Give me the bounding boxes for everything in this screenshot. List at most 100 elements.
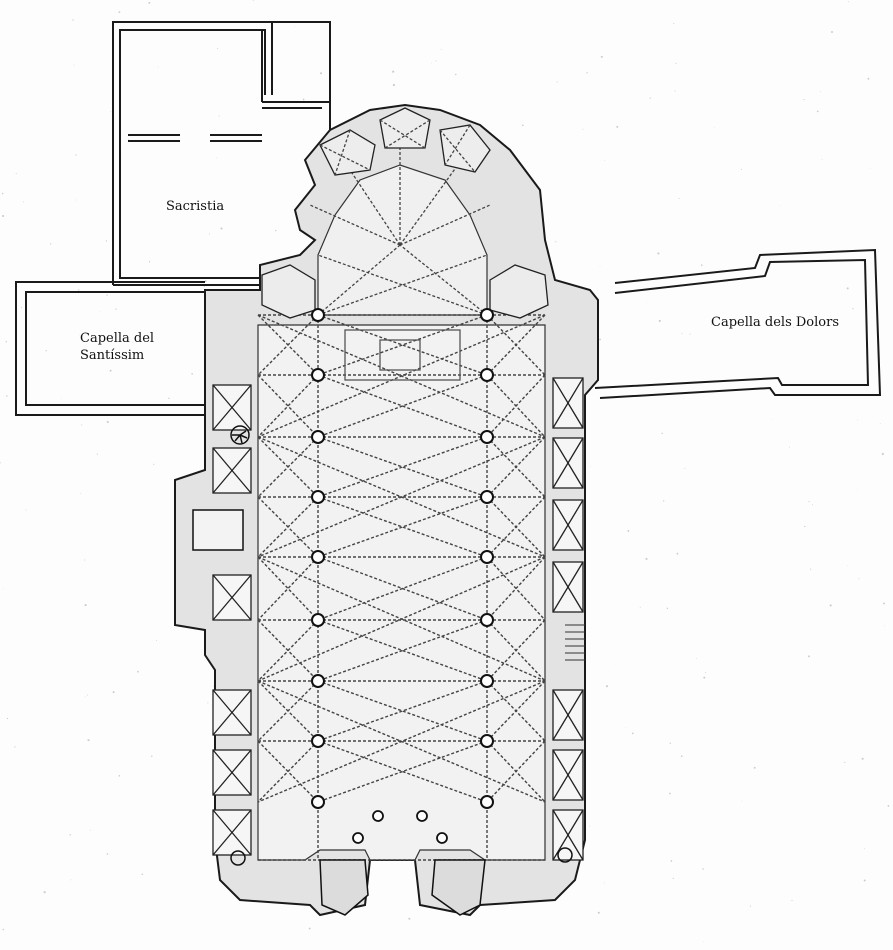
speck bbox=[6, 717, 9, 720]
speck bbox=[669, 792, 671, 795]
speck bbox=[829, 604, 832, 607]
apse-ribs bbox=[309, 107, 491, 381]
speck bbox=[749, 905, 751, 907]
speck bbox=[884, 625, 885, 627]
speck bbox=[408, 917, 411, 920]
pillar bbox=[480, 734, 494, 748]
label-sacristia: Sacristia bbox=[166, 199, 225, 214]
speck bbox=[168, 397, 170, 399]
capella-santissim-room bbox=[15, 281, 205, 416]
speck bbox=[616, 125, 619, 128]
speck bbox=[115, 308, 117, 310]
speck bbox=[109, 369, 112, 372]
speck bbox=[670, 860, 673, 862]
speck bbox=[673, 22, 675, 25]
speck bbox=[43, 891, 46, 894]
side-chapels-left bbox=[212, 384, 252, 856]
speck bbox=[90, 829, 91, 831]
speck bbox=[820, 91, 822, 93]
baptistry bbox=[192, 509, 244, 551]
speck bbox=[789, 446, 790, 448]
speck bbox=[705, 671, 707, 673]
speck bbox=[684, 467, 686, 469]
speck bbox=[740, 168, 742, 171]
speck bbox=[867, 77, 870, 80]
speck bbox=[883, 602, 885, 605]
pillar bbox=[480, 430, 494, 444]
speck bbox=[556, 81, 558, 83]
vault-rib bbox=[257, 556, 319, 621]
chapel-rib bbox=[552, 499, 584, 551]
corner-vaults bbox=[261, 264, 549, 319]
speck bbox=[857, 419, 859, 421]
speck bbox=[157, 66, 159, 68]
pillar bbox=[311, 613, 325, 627]
speck bbox=[555, 241, 557, 243]
speck bbox=[791, 900, 793, 902]
chapel-rib bbox=[552, 561, 584, 613]
speck bbox=[440, 48, 442, 50]
speck bbox=[689, 333, 691, 335]
west-portal bbox=[319, 859, 486, 916]
speck bbox=[191, 373, 193, 375]
chapel-rib bbox=[552, 377, 584, 429]
speck bbox=[110, 111, 111, 113]
chapel-rib bbox=[552, 689, 584, 741]
speck bbox=[45, 349, 47, 352]
vault-rib bbox=[257, 374, 319, 438]
speck bbox=[879, 422, 881, 424]
pillar bbox=[480, 368, 494, 382]
speck bbox=[78, 289, 80, 291]
speck bbox=[696, 658, 697, 659]
speck bbox=[663, 500, 665, 502]
speck bbox=[780, 205, 781, 207]
speck bbox=[217, 47, 219, 49]
speck bbox=[275, 229, 277, 232]
speck bbox=[96, 453, 98, 455]
speck bbox=[73, 64, 75, 66]
chapel-rib bbox=[212, 749, 252, 796]
speck bbox=[599, 338, 601, 341]
speck bbox=[589, 466, 591, 468]
speck bbox=[582, 128, 584, 130]
chapel-rib bbox=[212, 574, 252, 621]
vault-rib bbox=[486, 496, 546, 558]
speck bbox=[294, 25, 296, 27]
speck bbox=[808, 501, 810, 503]
side-chapels-right bbox=[552, 377, 584, 861]
speck bbox=[118, 775, 121, 777]
vault-rib bbox=[257, 436, 319, 498]
speck bbox=[678, 197, 680, 199]
speck bbox=[846, 287, 849, 290]
speck bbox=[153, 463, 155, 465]
speck bbox=[308, 927, 311, 930]
pillar bbox=[480, 613, 494, 627]
speck bbox=[392, 83, 395, 87]
vault-rib bbox=[257, 436, 546, 558]
vault-rib bbox=[486, 436, 546, 498]
speck bbox=[125, 357, 128, 360]
pillar bbox=[480, 795, 494, 809]
label-capella-santissim-line1: Capella del bbox=[80, 331, 155, 346]
speck bbox=[711, 323, 713, 325]
pillar bbox=[311, 490, 325, 504]
speck bbox=[821, 158, 823, 160]
vault-rib bbox=[257, 556, 546, 682]
vault-rib bbox=[317, 374, 488, 438]
speck bbox=[84, 559, 86, 561]
speck bbox=[128, 139, 129, 141]
pillar bbox=[311, 674, 325, 688]
speck bbox=[430, 62, 432, 64]
spiral-stair-icon bbox=[230, 425, 573, 866]
speck bbox=[106, 294, 108, 296]
chapel-rib bbox=[212, 384, 252, 431]
speck bbox=[72, 19, 74, 21]
speck bbox=[208, 233, 211, 235]
speck bbox=[148, 1, 151, 4]
speck bbox=[106, 853, 109, 855]
speck bbox=[50, 243, 52, 245]
speck bbox=[521, 124, 524, 127]
pillar bbox=[480, 490, 494, 504]
speck bbox=[604, 159, 605, 161]
